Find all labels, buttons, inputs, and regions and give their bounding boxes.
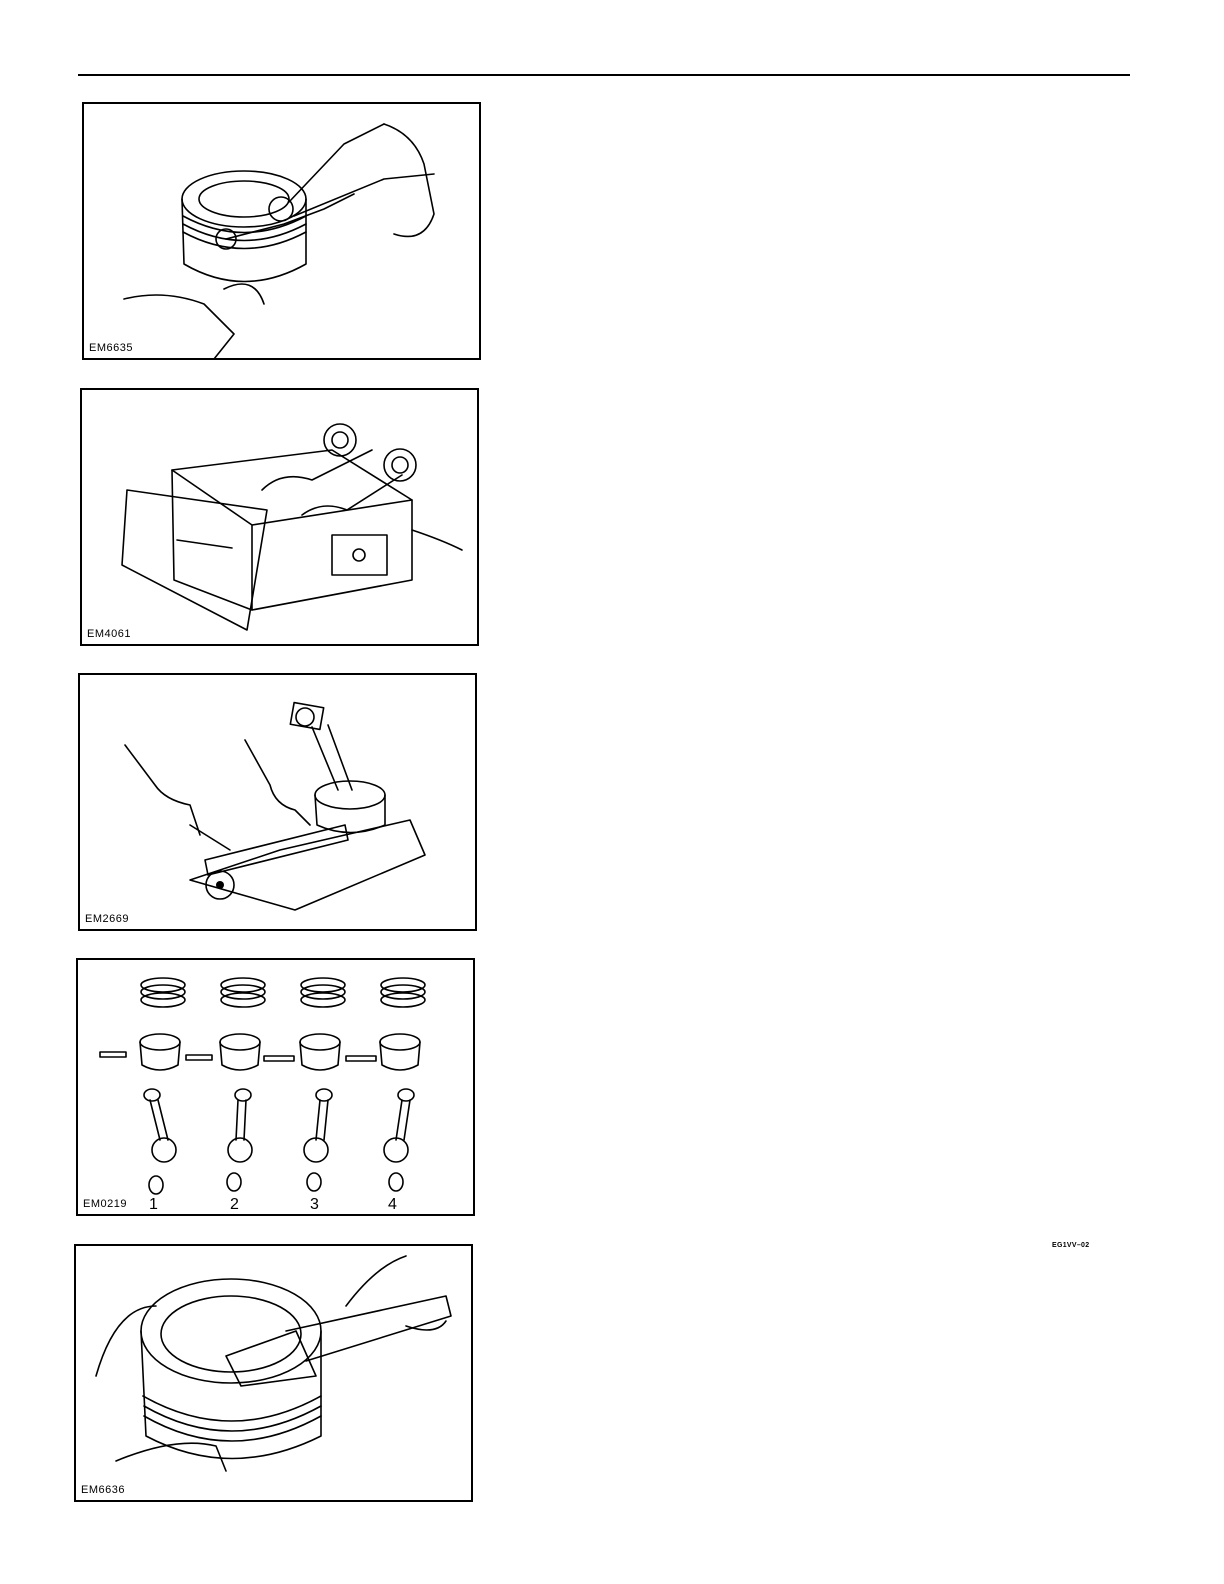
figure-pin-press: EM2669 [78, 673, 477, 931]
header-rule [78, 74, 1130, 76]
set-number-4: 4 [388, 1196, 397, 1214]
set-number-1: 1 [149, 1196, 158, 1214]
piston-heater-illustration [82, 390, 479, 646]
part-set-3 [264, 978, 345, 1191]
set-number-3: 3 [310, 1196, 319, 1214]
figure-code: EM2669 [84, 913, 130, 925]
ring-expander-illustration [84, 104, 481, 360]
part-set-2 [186, 978, 265, 1191]
pin-press-illustration [80, 675, 477, 931]
figure-arranged-parts: 1 2 3 4 EM0219 [76, 958, 475, 1216]
figure-piston-heater: EM4061 [80, 388, 479, 646]
figure-piston-scraper: EM6636 [74, 1244, 473, 1502]
section-code: EG1VV–02 [1052, 1242, 1089, 1249]
set-number-2: 2 [230, 1196, 239, 1214]
part-set-1 [100, 978, 185, 1194]
figure-code: EM4061 [86, 628, 132, 640]
figure-ring-expander: EM6635 [82, 102, 481, 360]
piston-scraper-illustration [76, 1246, 473, 1502]
figure-code: EM6636 [80, 1484, 126, 1496]
figure-code: EM6635 [88, 342, 134, 354]
arranged-parts-illustration [78, 960, 475, 1216]
part-set-4 [346, 978, 425, 1191]
figure-code: EM0219 [82, 1198, 128, 1210]
